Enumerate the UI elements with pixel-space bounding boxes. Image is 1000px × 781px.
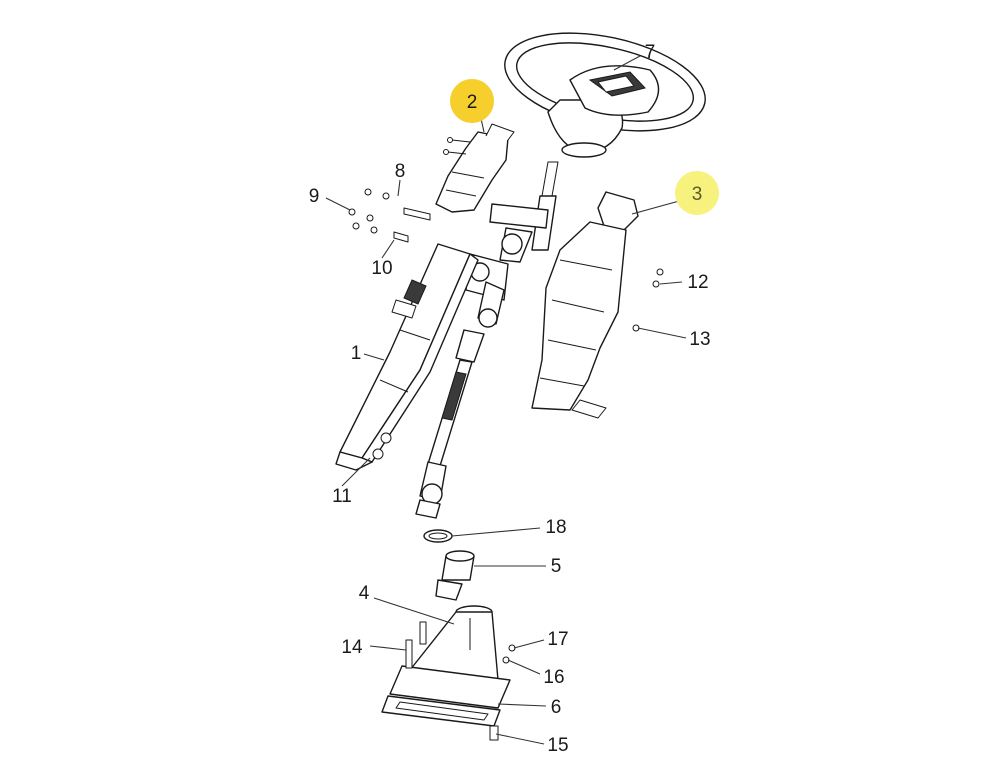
callout-12[interactable]: 12 xyxy=(687,272,708,293)
callout-3[interactable]: 3 xyxy=(692,184,703,205)
callout-18[interactable]: 18 xyxy=(545,517,566,538)
fasteners-11-12-13[interactable] xyxy=(632,268,664,332)
part-column-bracket[interactable] xyxy=(335,243,479,471)
part-seal-ring[interactable] xyxy=(423,529,453,543)
callout-15[interactable]: 15 xyxy=(547,735,568,756)
part-bushing[interactable] xyxy=(435,550,475,601)
callout-2[interactable]: 2 xyxy=(467,92,478,113)
callout-13[interactable]: 13 xyxy=(689,329,710,350)
callout-3-highlight xyxy=(675,171,719,215)
part-upper-column-shaft[interactable] xyxy=(457,195,557,301)
callout-11[interactable]: 11 xyxy=(332,486,352,507)
callout-6[interactable]: 6 xyxy=(551,697,562,718)
callout-16[interactable]: 16 xyxy=(543,667,564,688)
fasteners-14-15-16-17[interactable] xyxy=(405,621,516,741)
callout-2-highlight xyxy=(450,79,494,123)
part-intermediate-shaft[interactable] xyxy=(415,281,505,519)
part-upper-shroud[interactable] xyxy=(435,123,515,213)
callout-1[interactable]: 1 xyxy=(351,343,362,364)
fasteners-8-9-10[interactable] xyxy=(348,188,431,243)
callout-17[interactable]: 17 xyxy=(547,629,568,650)
callout-8[interactable]: 8 xyxy=(395,161,406,182)
callout-14[interactable]: 14 xyxy=(341,637,363,658)
callout-7[interactable]: 7 xyxy=(645,42,656,63)
callout-10[interactable]: 10 xyxy=(371,258,392,279)
callout-5[interactable]: 5 xyxy=(551,556,562,577)
callout-9[interactable]: 9 xyxy=(309,186,320,207)
part-lower-shroud[interactable] xyxy=(531,191,639,419)
callout-4[interactable]: 4 xyxy=(359,583,370,604)
part-steering-wheel[interactable] xyxy=(496,17,714,197)
part-base-plate[interactable] xyxy=(381,665,511,727)
